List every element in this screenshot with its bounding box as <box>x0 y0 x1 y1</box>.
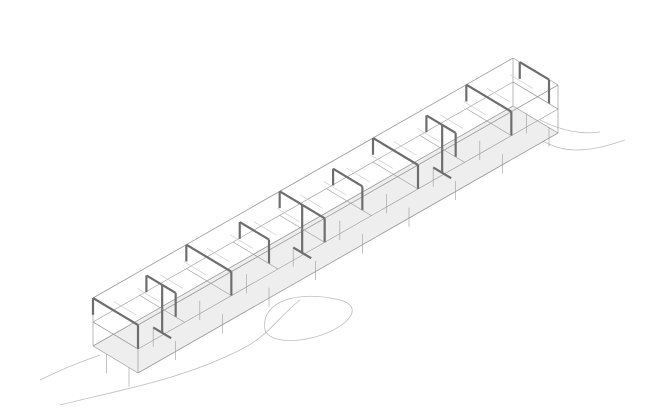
frame-beam-top <box>425 114 457 134</box>
interior-partition <box>276 207 300 222</box>
longitudinal-edge <box>137 132 559 374</box>
frame-base <box>152 326 172 340</box>
mid-floor-edge <box>137 108 559 350</box>
interior-partition <box>416 127 440 142</box>
frame-beam-top <box>239 221 270 241</box>
end-edge <box>512 105 559 134</box>
floor-joist <box>92 321 139 350</box>
floor-joist <box>232 241 279 270</box>
frame-beam-top <box>465 83 512 113</box>
floor-joist <box>512 81 559 110</box>
interior-partition <box>463 101 487 116</box>
interior-partition <box>183 261 207 276</box>
terrain-path-loop <box>264 295 353 341</box>
interior-partition <box>113 301 137 316</box>
mid-floor-edge <box>92 81 514 323</box>
interior-partition <box>393 141 417 156</box>
interior-partition <box>346 167 370 182</box>
interior-partition <box>440 114 463 129</box>
frame-beam-top <box>92 297 139 326</box>
interior-partition <box>253 221 277 236</box>
floor-joist <box>186 268 232 296</box>
interior-partition <box>230 234 253 249</box>
interior-partition <box>160 274 183 289</box>
floor-joist <box>466 108 512 136</box>
frame-beam-top <box>145 274 177 294</box>
frame-beam-top <box>332 167 363 188</box>
frame-base <box>292 246 312 260</box>
floor-joist <box>372 161 419 190</box>
floor-joist <box>326 188 372 216</box>
interior-partition <box>510 74 533 89</box>
frame-beam-top <box>519 61 550 81</box>
frame-base <box>432 166 452 180</box>
terrain-path-left <box>39 354 101 381</box>
end-edge <box>92 345 139 374</box>
terrain-path-front <box>59 299 301 406</box>
interior-partition <box>136 287 160 302</box>
interior-partition <box>300 194 323 209</box>
interior-partition <box>370 154 393 169</box>
frame-beam-top <box>372 137 419 166</box>
interior-partition <box>486 87 510 102</box>
floor-joist <box>139 295 185 323</box>
terrain-path-right-2 <box>539 119 601 134</box>
floor-joist <box>419 135 465 163</box>
interior-partition <box>323 181 347 196</box>
building-volume <box>91 57 559 387</box>
longitudinal-edge <box>92 57 514 299</box>
frame-beam-top <box>185 243 232 273</box>
longitudinal-edge <box>137 84 559 326</box>
interior-partition <box>206 247 230 262</box>
floor-joist <box>279 215 325 243</box>
